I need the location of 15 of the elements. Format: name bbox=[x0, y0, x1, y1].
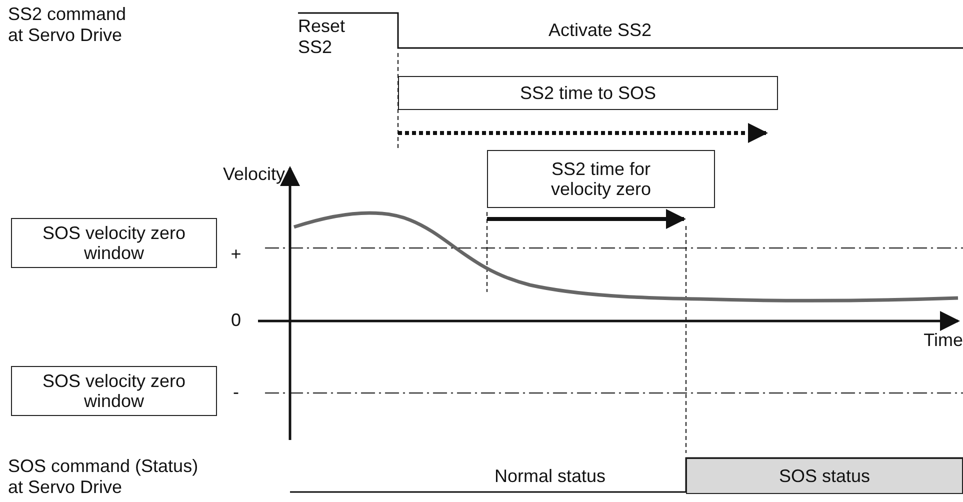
threshold-label: SOS velocity zero window bbox=[11, 218, 217, 268]
duration-label: SS2 time to SOS bbox=[398, 76, 778, 110]
duration-label: SS2 time for velocity zero bbox=[487, 150, 715, 208]
state-label: Activate SS2 bbox=[547, 20, 653, 41]
tick-label: 0 bbox=[230, 310, 242, 331]
threshold-label: SOS velocity zero window bbox=[11, 366, 217, 416]
signal-label: SOS command (Status) at Servo Drive bbox=[8, 456, 200, 498]
axis-label: Time bbox=[922, 330, 963, 351]
status-bar: SOS status bbox=[686, 458, 963, 494]
signal-label: SS2 command at Servo Drive bbox=[8, 4, 128, 46]
state-label: Reset SS2 bbox=[298, 16, 346, 58]
tick-label: + bbox=[230, 244, 242, 265]
state-label: Normal status bbox=[493, 466, 607, 487]
axis-label: Velocity bbox=[222, 164, 285, 185]
tick-label: - bbox=[232, 382, 240, 403]
